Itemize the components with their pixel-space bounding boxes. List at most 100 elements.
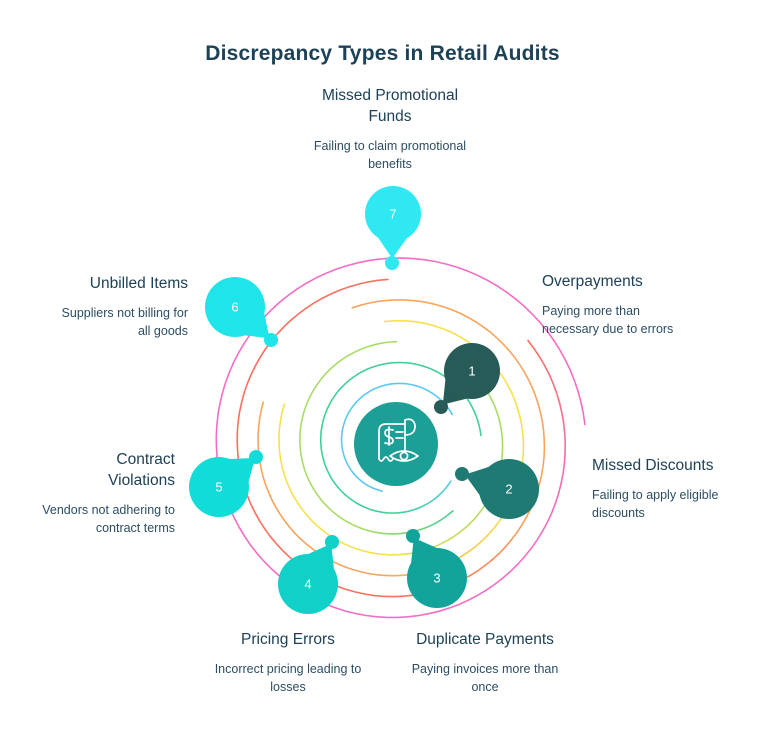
spiral-arc [551, 502, 557, 514]
spiral-arc [371, 530, 379, 534]
spiral-arc [555, 392, 561, 404]
spiral-arc [562, 462, 566, 475]
node-description: Suppliers not billing for all goods [61, 305, 188, 339]
spiral-arc [477, 508, 483, 516]
spiral-arc [527, 339, 535, 350]
spiral-arc [525, 508, 532, 519]
spiral-arc [486, 529, 493, 537]
node-title: Contract Violations [108, 451, 175, 489]
bubble-circle [479, 459, 539, 519]
spiral-arc [424, 524, 432, 529]
node-description: Paying invoices more than once [411, 661, 559, 695]
node-title: Missed Promotional Funds [321, 87, 459, 125]
page-title: Discrepancy Types in Retail Audits [205, 42, 560, 65]
bubble-number: 3 [433, 571, 440, 586]
spiral-arc [477, 564, 487, 572]
spiral-arc [561, 412, 565, 424]
spiral-arc [538, 356, 546, 367]
spiral-arc [215, 257, 586, 619]
spiral-arc [548, 373, 555, 385]
bubble-number: 7 [389, 207, 396, 222]
spiral-arc [491, 552, 500, 561]
spiral-arc [400, 594, 411, 598]
spiral-arc [516, 524, 523, 534]
node-label-duplicate-payments: Duplicate Payments Paying invoices more … [370, 630, 600, 696]
spiral-arc [376, 531, 384, 535]
spiral-arc [360, 527, 368, 531]
spiral-arc [504, 539, 513, 548]
spiral-arc [469, 569, 479, 577]
spiral-dot-7 [385, 256, 399, 270]
spiral-arc [378, 574, 388, 577]
spiral-arc [563, 452, 566, 465]
spiral-arc [473, 513, 479, 521]
node-bubble-5: 5 [189, 457, 255, 517]
node-bubble-2: 2 [466, 459, 539, 519]
node-label-unbilled-items: Unbilled Items Suppliers not billing for… [12, 274, 188, 340]
node-description: Incorrect pricing leading to losses [214, 661, 362, 695]
spiral-arc [340, 382, 454, 492]
spiral-arc [560, 472, 564, 485]
spiral-arc [552, 383, 558, 395]
spiral-arc [491, 523, 498, 532]
spiral-arc [435, 542, 444, 547]
spiral-arc [447, 535, 455, 541]
spiral-arc [533, 347, 541, 358]
bubble-number: 2 [505, 482, 512, 497]
bubble-circle [189, 457, 249, 517]
spiral-arc [458, 527, 466, 534]
icon-stroke [404, 418, 416, 436]
spiral-arc [448, 510, 454, 516]
node-description: Failing to claim promotional benefits [313, 138, 467, 171]
node-label-pricing-errors: Pricing Errors Incorrect pricing leading… [173, 630, 403, 696]
node-title: Overpayments [542, 273, 643, 290]
spiral-arc [563, 432, 566, 444]
icon-stroke [399, 451, 409, 461]
node-label-missed-discounts: Missed Discounts Failing to apply eligib… [592, 456, 762, 522]
node-label-contract-violations: Contract Violations Vendors not adhering… [25, 450, 175, 537]
spiral-arc [441, 539, 450, 544]
icon-stroke [378, 456, 394, 462]
spiral-arc [543, 364, 551, 376]
spiral-arc [484, 558, 494, 566]
node-title: Duplicate Payments [416, 631, 554, 648]
spiral-arc [443, 513, 450, 519]
bubble-circle [365, 186, 421, 242]
spiral-arc [468, 518, 475, 525]
node-title: Missed Discounts [592, 457, 714, 474]
spiral-arc [558, 402, 563, 414]
spiral-arc [521, 516, 528, 526]
bubble-circle [407, 548, 467, 608]
spiral-arc [557, 482, 562, 495]
spiral-arc [439, 516, 446, 522]
spiral-arc [434, 519, 441, 524]
bubble-number: 5 [215, 480, 222, 495]
bubble-circle [278, 554, 338, 614]
spiral-dot-2 [455, 467, 469, 481]
icon-stroke [389, 450, 419, 462]
spiral-arc [278, 403, 385, 556]
node-description: Paying more than necessary due to errors [542, 303, 674, 337]
spiral-arc [461, 550, 470, 557]
bubble-number: 6 [231, 300, 238, 315]
node-title: Pricing Errors [241, 631, 335, 648]
spiral-arc [562, 422, 566, 434]
bubble-number: 1 [468, 364, 475, 379]
center-circle [354, 402, 438, 486]
spiral-arc [480, 535, 488, 543]
node-title: Unbilled Items [89, 275, 188, 292]
spiral-arc [429, 522, 437, 527]
node-bubble-4: 4 [278, 544, 338, 614]
spiral-arc [474, 540, 483, 548]
spiral-arc [396, 553, 406, 556]
spiral-arc [403, 552, 412, 555]
node-description: Vendors not adhering to contract terms [42, 502, 175, 535]
node-bubble-7: 7 [365, 186, 421, 257]
spiral-arc [453, 531, 461, 538]
spiral-arc [468, 545, 477, 553]
invoice-eye-icon [354, 402, 438, 486]
spiral-arc [554, 492, 560, 504]
spiral-arc [398, 532, 406, 535]
